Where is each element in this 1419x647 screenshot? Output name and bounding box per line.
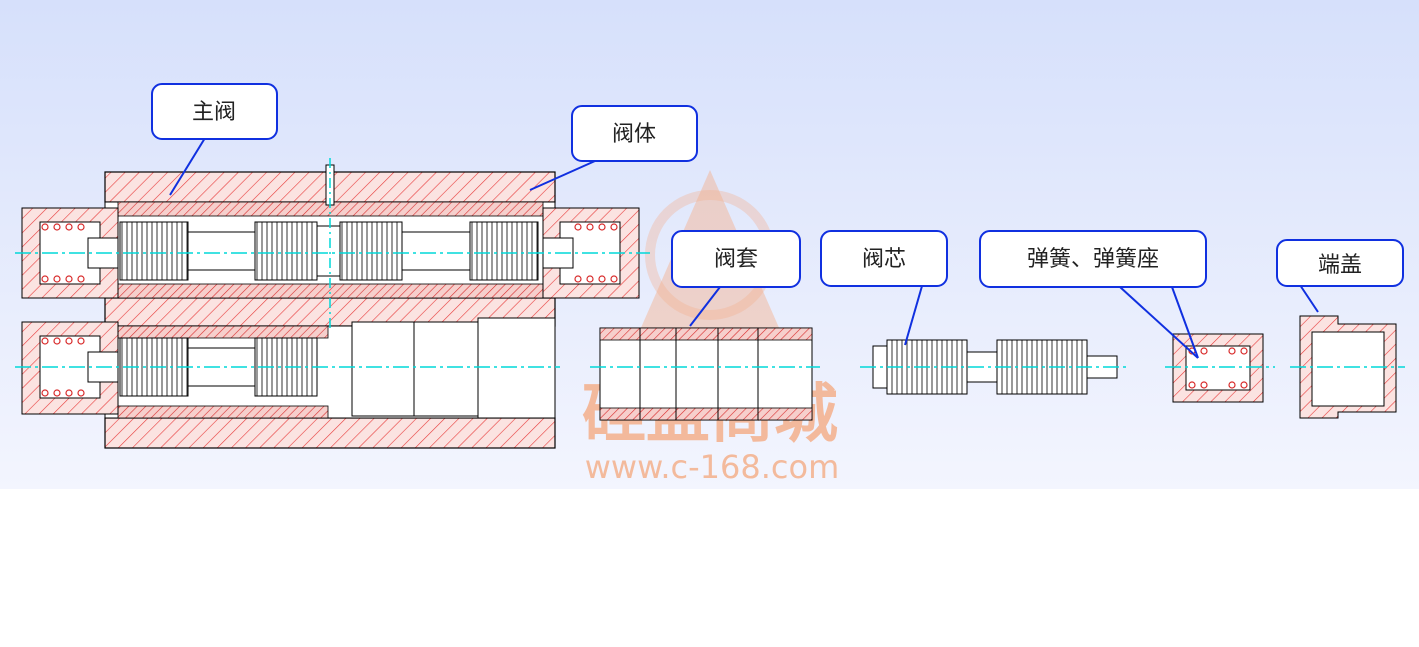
- callout-valve-sleeve: 阀套: [671, 230, 801, 327]
- end-cap-part: [1290, 315, 1405, 419]
- lower-sleeve: [117, 325, 329, 419]
- callout-valve-core-label: 阀芯: [862, 247, 906, 272]
- valve-sleeve-part: [590, 327, 820, 421]
- callout-main-valve-label: 主阀: [192, 100, 236, 125]
- callout-valve-body: 阀体: [529, 105, 698, 191]
- callout-valve-sleeve-label: 阀套: [714, 247, 758, 272]
- callout-end-cap-label: 端盖: [1318, 253, 1362, 278]
- spring-coils: [41, 223, 618, 397]
- callout-end-cap: 端盖: [1276, 239, 1404, 313]
- callout-spring-seat-label: 弹簧、弹簧座: [1027, 247, 1159, 272]
- left-end-cap-lower: [21, 321, 119, 415]
- callout-spring-seat: 弹簧、弹簧座: [979, 230, 1207, 359]
- lower-spool: [119, 317, 556, 419]
- valve-core-part: [860, 339, 1130, 395]
- callout-main-valve: 主阀: [151, 83, 278, 196]
- callout-valve-core: 阀芯: [820, 230, 948, 346]
- watermark-url: www.c-168.com: [585, 448, 839, 486]
- valve-body-bottom-wall: [104, 417, 556, 449]
- upper-spool: [119, 221, 539, 281]
- callout-valve-body-label: 阀体: [612, 122, 656, 147]
- main-valve-assembly: [15, 158, 650, 449]
